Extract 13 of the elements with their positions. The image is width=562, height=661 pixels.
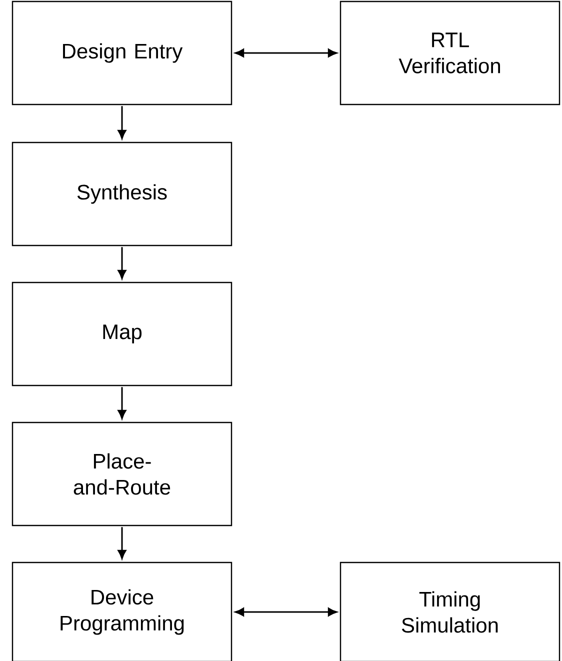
- arrow: [118, 527, 126, 560]
- process-box: Synthesis: [12, 142, 232, 246]
- arrow: [118, 247, 126, 280]
- arrow: [118, 387, 126, 420]
- process-box: RTL Verification: [340, 0, 560, 106]
- process-box: Map: [12, 282, 232, 386]
- arrow: [234, 48, 338, 58]
- process-box: Timing Simulation: [340, 562, 560, 661]
- process-box: Design Entry: [12, 0, 232, 106]
- arrow: [118, 106, 126, 140]
- arrow: [234, 608, 338, 616]
- process-box: Place-and-Route: [12, 422, 232, 526]
- process-box: Device Programming: [12, 562, 232, 661]
